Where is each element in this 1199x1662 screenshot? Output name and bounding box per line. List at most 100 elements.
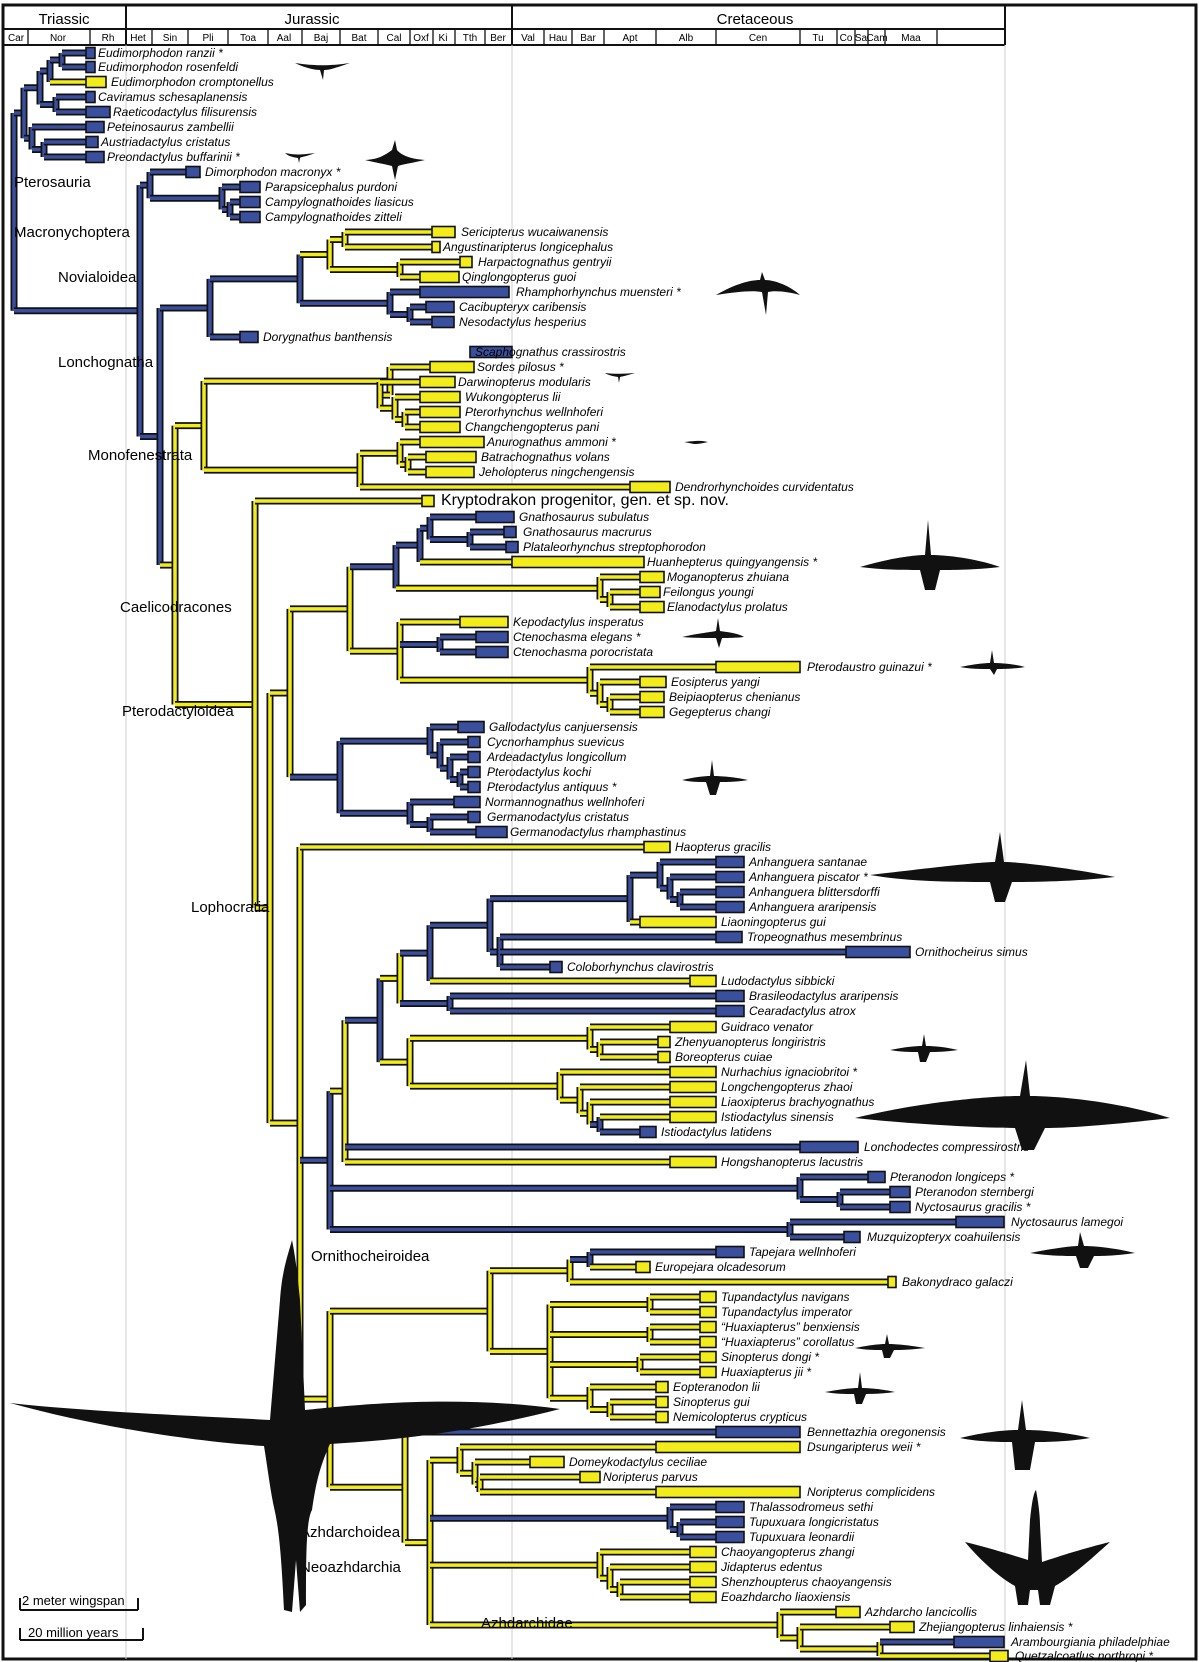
taxon-label: Tupandactylus imperator [721,1305,853,1319]
taxon-label: Dimorphodon macronyx * [205,165,341,179]
range-bar [475,630,509,644]
range-bar [639,705,665,719]
taxon-label: Dorygnathus banthensis [263,330,392,344]
pterodaustro-silhouette [960,650,1025,675]
stage-label: Sa [855,33,868,44]
taxon-label: Eudimorphodon cromptonellus [111,75,274,89]
taxon-label: Zhejiangopterus linhaiensis * [918,1620,1073,1634]
stage-label: Cen [749,33,767,44]
range-bar [715,1515,745,1529]
range-bar [511,555,645,569]
range-bar [715,900,745,914]
range-bar [643,840,671,854]
stage-label: Het [130,33,146,44]
stage-label: Maa [901,33,921,44]
boreopterus-silhouette [890,1034,958,1062]
range-bar [639,585,661,599]
taxon-label: Feilongus youngi [663,585,754,599]
range-bar [85,135,99,149]
range-bar [655,1395,669,1409]
taxon-label: Brasileodactylus araripensis [749,989,898,1003]
taxon-label: Liaoxipterus brachyognathus [721,1095,874,1109]
taxon-label: Eopteranodon lii [673,1380,760,1394]
taxon-label: Coloborhynchus clavirostris [567,960,714,974]
taxon-label: Istiodactylus sinensis [721,1110,834,1124]
range-bar [715,1425,801,1439]
stage-label: Tth [463,33,477,44]
taxon-label: Anhanguera blittersdorffi [748,885,880,899]
taxon-label: Angustinaripterus longicephalus [442,240,613,254]
range-bar [655,1410,669,1424]
range-bar [953,1635,1005,1649]
taxon-label: Noripterus parvus [603,1470,698,1484]
taxon-label: Cearadactylus atrox [749,1004,857,1018]
taxon-label: Gallodactylus canjuersensis [489,720,638,734]
range-bar [699,1320,717,1334]
azhdarchid-silhouette [965,1490,1110,1605]
period-cretaceous: Cretaceous [717,11,794,28]
taxon-label: Elanodactylus prolatus [667,600,788,614]
dimorphodon-silhouette [365,140,425,180]
range-bar [639,915,717,929]
taxon-label: Jidapterus edentus [720,1560,822,1574]
range-bar [429,360,475,374]
taxon-label: Lonchodectes compressirostris [864,1140,1029,1154]
taxon-label: Kryptodrakon progenitor, gen. et sp. nov… [441,492,729,509]
sordes-silhouette [605,373,635,383]
range-bar [699,1365,717,1379]
range-bar [459,615,509,629]
taxon-label: Shenzhoupterus chaoyangensis [721,1575,892,1589]
taxon-label: Kepodactylus insperatus [513,615,644,629]
range-bar [529,1455,565,1469]
taxon-label: Pterodactylus antiquus * [487,780,617,794]
range-bar [639,600,665,614]
range-bar [655,1485,801,1499]
stage-label: Val [521,33,535,44]
sinopterus-silhouette-1 [855,1334,925,1358]
range-bar [475,510,515,524]
range-bar [689,1545,717,1559]
silhouettes [10,63,1170,1612]
clade-label: Macronychoptera [14,224,131,241]
clade-label: Azhdarchidae [481,1615,573,1632]
range-bar [889,1620,915,1634]
taxon-label: Nyctosaurus gracilis * [915,1200,1031,1214]
stage-label: Aal [277,33,291,44]
clade-label: Novialoidea [58,269,137,286]
stage-label: Nor [50,33,67,44]
taxon-label: Germanodactylus rhamphastinus [510,825,686,839]
taxon-label: Anurognathus ammoni * [486,435,616,449]
taxon-label: Istiodactylus latidens [661,1125,772,1139]
range-bar [715,855,745,869]
clade-label: Neoazhdarchia [300,1559,402,1576]
time-scale-label: 20 million years [28,1625,119,1640]
stage-label: Cam [866,33,887,44]
taxon-label: Cycnorhamphus suevicus [487,735,624,749]
range-bar [239,210,261,224]
range-bar [475,645,509,659]
taxon-label: Dendrorhynchoides curvidentatus [675,480,854,494]
range-bar [799,1140,859,1154]
taxon-label: Germanodactylus cristatus [487,810,629,824]
range-bar [419,405,461,419]
taxon-label: Gnathosaurus subulatus [519,510,649,524]
range-bar [457,720,485,734]
taxon-label: Plataleorhynchus streptophorodon [523,540,706,554]
taxon-label: Quetzalcoatlus northropi * [1015,1649,1153,1662]
taxon-label: Dsungaripterus weii * [807,1440,921,1454]
taxon-label: Campylognathoides zitteli [265,210,402,224]
taxon-label: Harpactognathus gentryii [478,255,612,269]
range-bar [431,225,456,239]
taxon-label: Tropeognathus mesembrinus [747,930,902,944]
taxon-label: Gegepterus changi [669,705,771,719]
stage-label: Cal [386,33,401,44]
taxon-label: Tupandactylus navigans [721,1290,850,1304]
range-bar [419,270,460,284]
sinopterus-silhouette-2 [825,1372,895,1404]
taxon-label: Bennettazhia oregonensis [807,1425,946,1439]
taxon-label: Gnathosaurus macrurus [523,525,652,539]
range-bar [185,165,201,179]
range-bar [689,1575,717,1589]
range-bar [425,465,475,479]
